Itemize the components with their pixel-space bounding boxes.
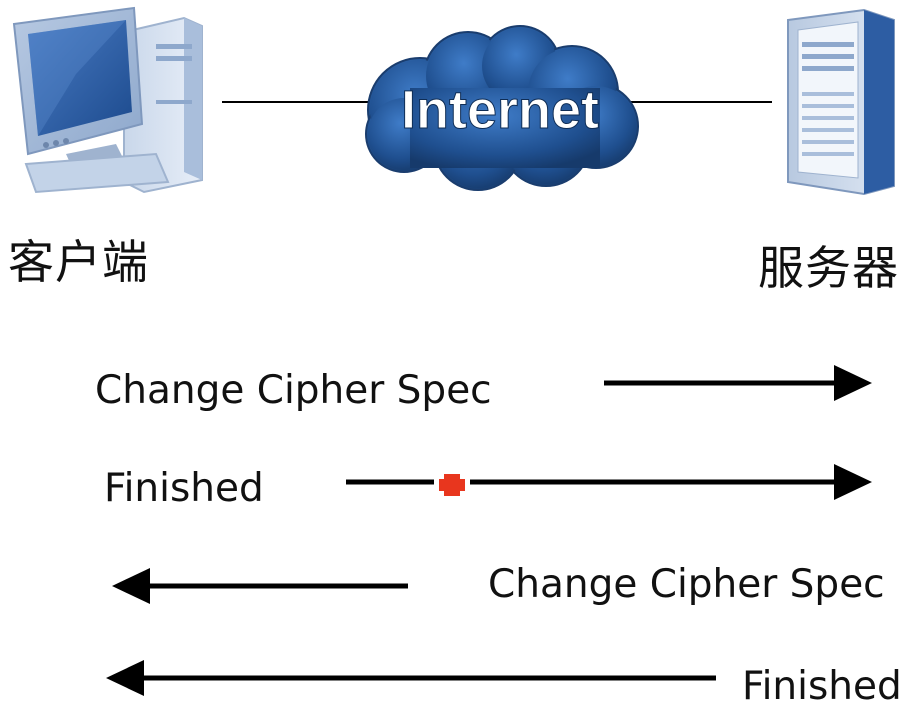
arrow-right	[346, 464, 872, 500]
server-label: 服务器	[758, 241, 899, 295]
arrow-left	[112, 568, 408, 604]
cursor-marker	[434, 474, 470, 496]
network-label: Internet	[401, 80, 599, 140]
arrow-left	[106, 660, 716, 696]
server-tower-icon	[787, 8, 895, 196]
arrow-right	[604, 365, 872, 401]
message-label: Change Cipher Spec	[488, 562, 885, 607]
message-label: Finished	[742, 664, 902, 709]
desktop-computer-icon	[12, 6, 203, 194]
message-label: Finished	[104, 466, 264, 511]
client-label: 客户端	[8, 235, 149, 289]
cloud-icon: Internet	[365, 25, 639, 191]
message-label: Change Cipher Spec	[95, 368, 492, 413]
